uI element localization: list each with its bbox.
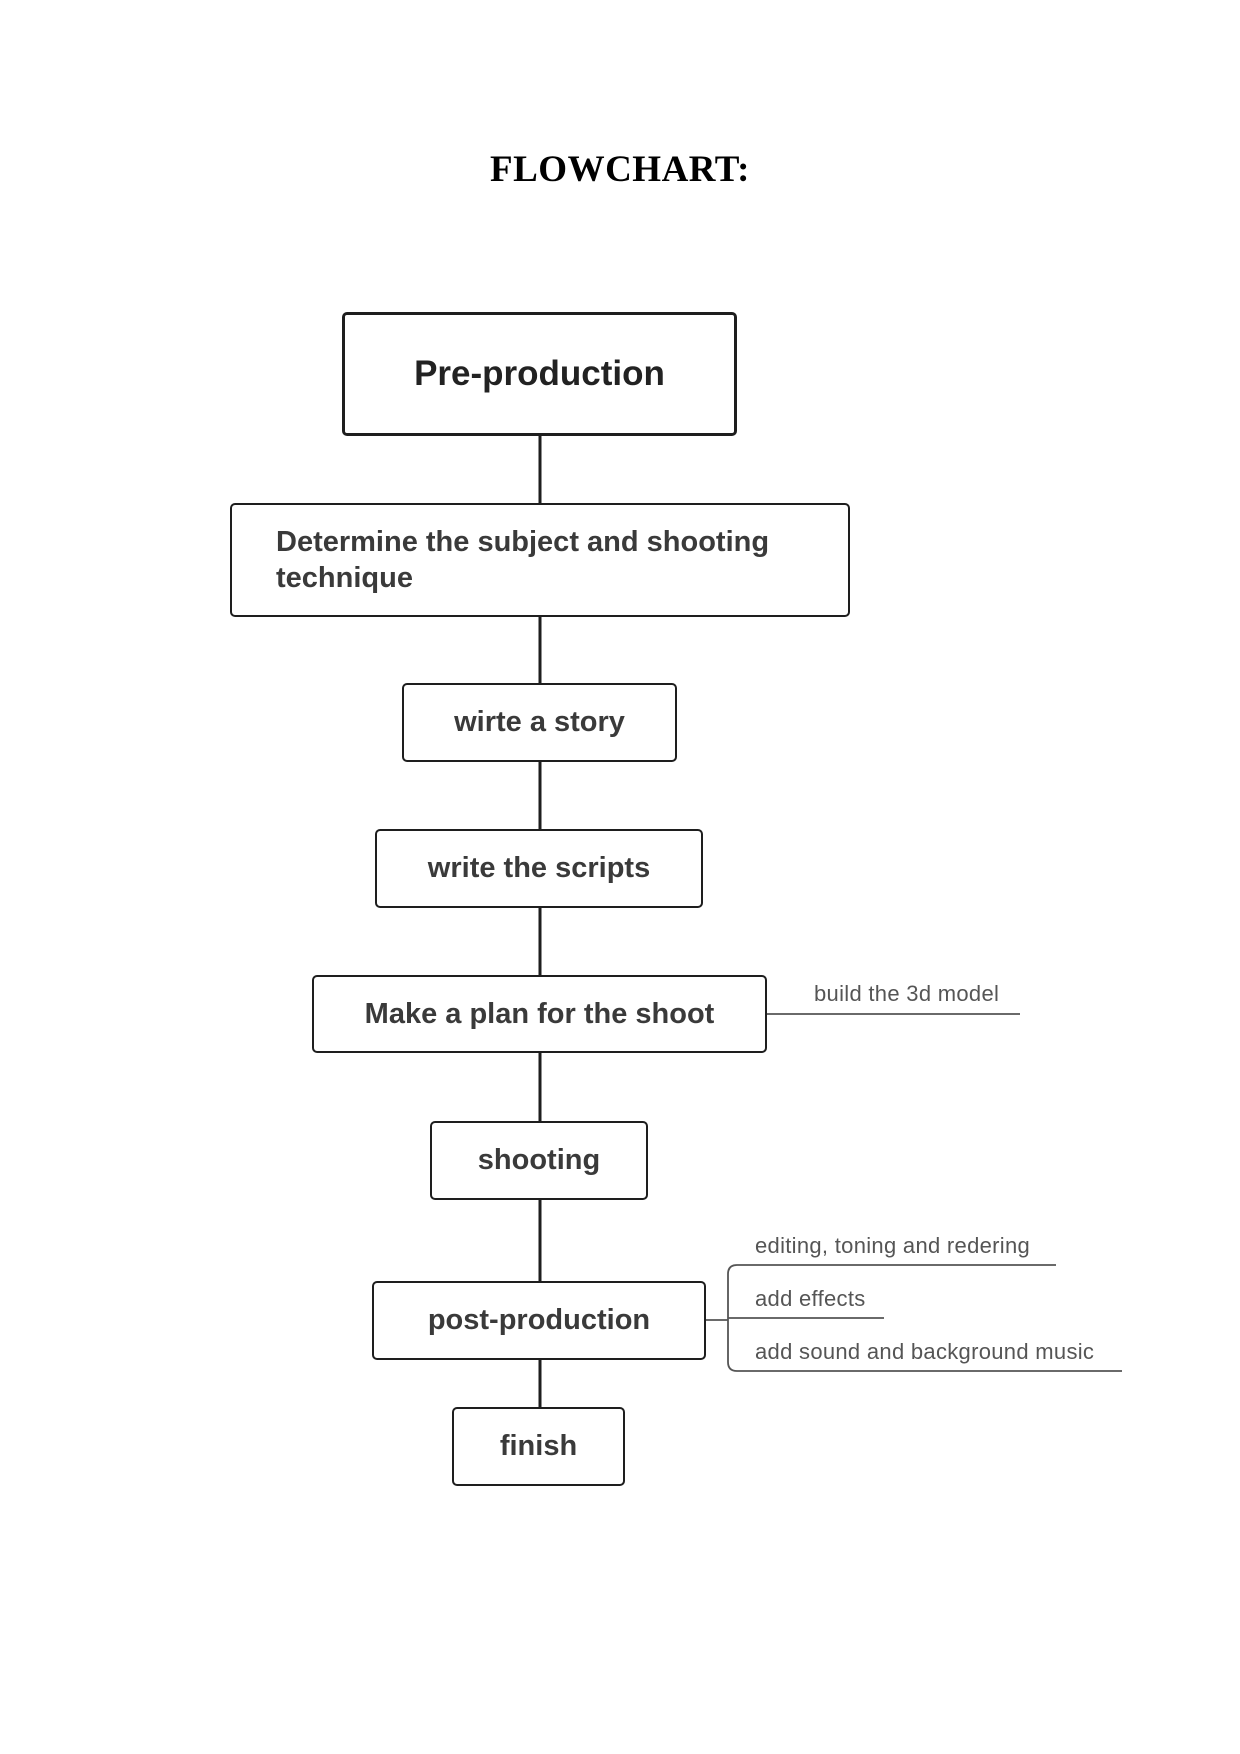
branch-note-editing: editing, toning and redering: [755, 1233, 1031, 1258]
branch-note-add-sound: add sound and background music: [755, 1339, 1095, 1364]
step-pre-production: Pre-production: [342, 312, 737, 436]
step-label: wirte a story: [454, 706, 625, 738]
branch-note-build-3d-model: build the 3d model: [814, 981, 1000, 1006]
step-label: post-production: [427, 1304, 651, 1336]
step-label: write the scripts: [427, 852, 651, 884]
step-label: Make a plan for the shoot: [364, 997, 715, 1030]
step-write-scripts: write the scripts: [375, 829, 703, 908]
step-finish: finish: [452, 1407, 625, 1486]
branch-note-add-effects: add effects: [755, 1286, 866, 1311]
step-determine-subject: Determine the subject and shooting techn…: [230, 503, 850, 617]
step-write-story: wirte a story: [402, 683, 677, 762]
page-title: FLOWCHART:: [490, 149, 750, 190]
step-label: Determine the subject and shooting techn…: [276, 526, 770, 594]
step-label: finish: [499, 1430, 578, 1462]
step-label: shooting: [477, 1144, 601, 1176]
step-label: Pre-production: [414, 354, 665, 393]
step-post-production: post-production: [372, 1281, 706, 1360]
step-shooting: shooting: [430, 1121, 648, 1200]
step-make-plan: Make a plan for the shoot: [312, 975, 767, 1053]
